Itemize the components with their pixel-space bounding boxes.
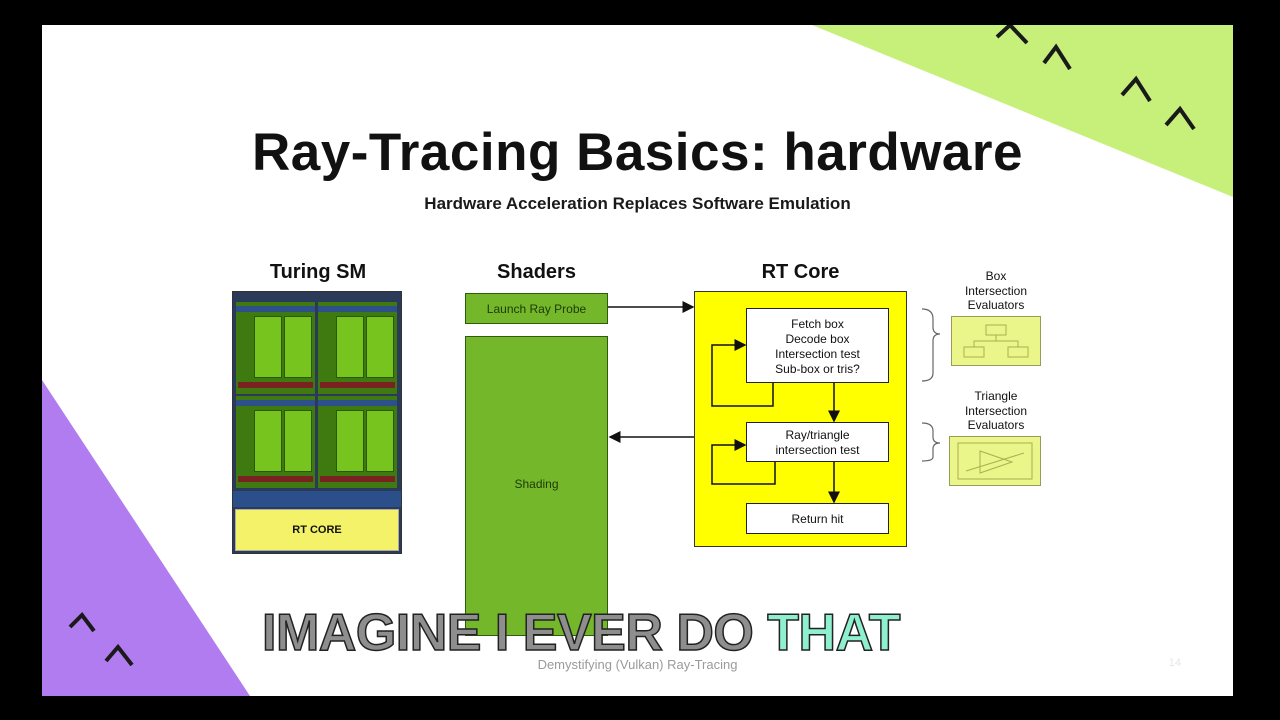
triangle-icon <box>957 442 1033 480</box>
corner-decorations <box>42 25 1233 696</box>
rt-step-line: Fetch box <box>791 317 844 331</box>
page-number: 14 <box>1168 657 1181 669</box>
caption-main-text: IMAGINE I EVER DO <box>261 603 768 663</box>
caption-highlight-text: THAT <box>767 603 902 663</box>
triangle-evaluator-diagram <box>949 436 1041 486</box>
slide-subtitle: Hardware Acceleration Replaces Software … <box>424 194 851 213</box>
shading-box: Shading <box>465 336 608 636</box>
sm-rt-core-label: RT CORE <box>292 524 342 536</box>
shaders-heading: Shaders <box>497 261 576 283</box>
launch-ray-probe-label: Launch Ray Probe <box>486 302 587 316</box>
sm-quadrant <box>236 302 315 394</box>
triangle-evaluators-label: Triangle Intersection Evaluators <box>964 389 1028 432</box>
sm-quadrant <box>318 396 397 488</box>
sm-quadrant <box>318 302 397 394</box>
sm-rt-core-block: RT CORE <box>235 509 399 551</box>
rt-step-line: Sub-box or tris? <box>775 362 860 376</box>
turing-sm-diagram: RT CORE <box>232 291 402 554</box>
rt-step-line: Return hit <box>791 512 844 526</box>
tree-icon <box>963 324 1029 358</box>
rt-step-line: intersection test <box>775 443 860 457</box>
green-corner-shape <box>812 25 1233 197</box>
turing-sm-heading: Turing SM <box>269 261 367 283</box>
shading-label: Shading <box>514 477 559 491</box>
presentation-slide: Ray-Tracing Basics: hardware Hardware Ac… <box>42 25 1233 696</box>
ray-triangle-step: Ray/triangle intersection test <box>746 422 889 462</box>
rt-step-line: Ray/triangle <box>785 428 850 442</box>
launch-ray-probe-box: Launch Ray Probe <box>465 293 608 324</box>
chevron-icon <box>68 25 1196 667</box>
box-evaluators-label: Box Intersection Evaluators <box>964 269 1028 312</box>
box-evaluator-diagram <box>951 316 1041 366</box>
sm-quadrant <box>236 396 315 488</box>
rt-step-line: Decode box <box>785 332 850 346</box>
purple-corner-shape <box>42 380 250 696</box>
slide-title: Ray-Tracing Basics: hardware <box>251 123 1024 182</box>
rt-core-heading: RT Core <box>761 261 840 283</box>
fetch-box-step: Fetch box Decode box Intersection test S… <box>746 308 889 383</box>
rt-step-line: Intersection test <box>775 347 860 361</box>
video-caption: IMAGINE I EVER DO THAT <box>261 603 902 663</box>
return-hit-step: Return hit <box>746 503 889 534</box>
slide-footer: Demystifying (Vulkan) Ray-Tracing <box>537 657 738 672</box>
sm-l1-cache-bar <box>233 491 401 507</box>
